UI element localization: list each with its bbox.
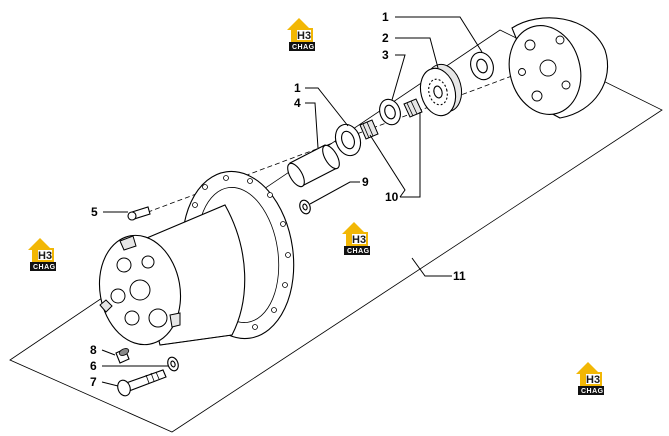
callout-8: 8 xyxy=(90,343,97,357)
callout-5: 5 xyxy=(91,205,98,219)
washer-part-3 xyxy=(379,98,401,126)
needle-bearing-upper xyxy=(403,98,423,118)
svg-text:H3: H3 xyxy=(38,250,52,262)
logo-watermark: H3 CHAG xyxy=(576,362,604,395)
logo-roof-icon xyxy=(287,18,311,30)
washer-part-1-lower xyxy=(334,123,362,157)
svg-text:CHAG: CHAG xyxy=(581,388,604,395)
callout-2: 2 xyxy=(382,31,389,45)
logo-roof-icon xyxy=(342,222,366,234)
svg-text:H3: H3 xyxy=(297,30,311,42)
logo-watermark: H3 CHAG xyxy=(287,18,315,51)
callout-1-upper: 1 xyxy=(382,10,389,24)
callout-10: 10 xyxy=(385,190,399,204)
callout-4: 4 xyxy=(294,96,301,110)
svg-text:CHAG: CHAG xyxy=(347,248,370,255)
washer-part-9 xyxy=(299,199,311,215)
logo-watermark: H3 CHAG xyxy=(342,222,370,255)
leader-lines xyxy=(101,16,483,387)
bolt-part-7 xyxy=(117,369,167,397)
callout-9: 9 xyxy=(362,175,369,189)
svg-text:CHAG: CHAG xyxy=(33,264,56,271)
gear-part-2 xyxy=(419,63,463,117)
callouts: 1 2 3 1 4 5 9 10 11 8 6 7 xyxy=(90,10,466,389)
callout-1-lower: 1 xyxy=(294,81,301,95)
callout-7: 7 xyxy=(90,375,97,389)
washer-part-6 xyxy=(167,356,179,372)
svg-text:H3: H3 xyxy=(586,374,600,386)
needle-bearing-lower xyxy=(359,119,379,140)
callout-11: 11 xyxy=(453,269,466,283)
callout-6: 6 xyxy=(90,359,97,373)
callout-3: 3 xyxy=(382,48,389,62)
motor-housing xyxy=(98,170,295,346)
screw-part-5 xyxy=(127,206,151,221)
end-cover xyxy=(508,17,609,119)
logo-watermark: H3 CHAG xyxy=(28,238,56,271)
svg-text:H3: H3 xyxy=(352,234,366,246)
sleeve-part-4 xyxy=(287,144,340,188)
cap-part-8 xyxy=(115,348,130,364)
logo-roof-icon xyxy=(28,238,52,250)
svg-text:CHAG: CHAG xyxy=(292,44,315,51)
washer-part-1-upper xyxy=(470,51,494,81)
logo-roof-icon xyxy=(576,362,600,374)
